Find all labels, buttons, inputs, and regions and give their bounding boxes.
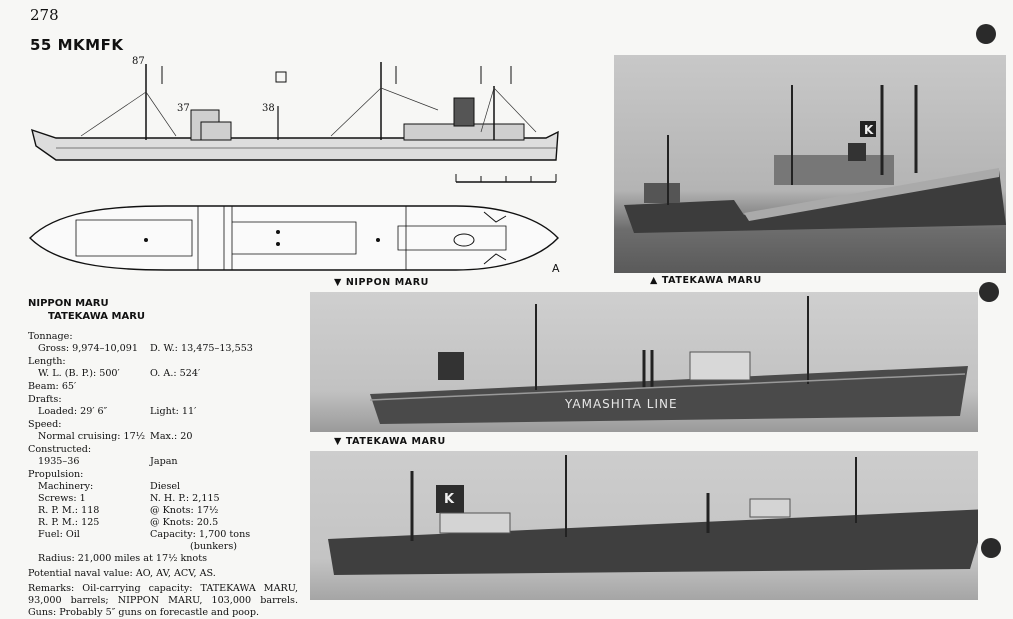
punch-hole-middle bbox=[979, 282, 999, 302]
hull-lettering: YAMASHITA LINE bbox=[564, 397, 678, 411]
caption-nippon-maru: ▼ NIPPON MARU bbox=[334, 277, 429, 288]
spec-country: Japan bbox=[150, 455, 178, 467]
funnel-letter-top: K bbox=[864, 123, 874, 137]
spec-max: Max.: 20 bbox=[150, 430, 193, 442]
spec-knots-1: @ Knots: 17½ bbox=[150, 504, 219, 516]
caption-tatekawa-maru-top: ▲ TATEKAWA MARU bbox=[650, 275, 762, 286]
spec-rpm-2: R. P. M.: 125 bbox=[38, 516, 100, 528]
mast-label-38: 38 bbox=[262, 103, 275, 114]
punch-hole-top bbox=[976, 24, 996, 44]
spec-propulsion-label: Propulsion: bbox=[28, 468, 84, 480]
spec-years: 1935–36 bbox=[38, 455, 80, 467]
spec-knots-2: @ Knots: 20.5 bbox=[150, 516, 219, 528]
spec-rpm-1: R. P. M.: 118 bbox=[38, 504, 100, 516]
spec-constructed-label: Constructed: bbox=[28, 443, 92, 455]
spec-title-tatekawa: TATEKAWA MARU bbox=[48, 310, 146, 322]
spec-light: Light: 11′ bbox=[150, 405, 197, 417]
plan-label: A bbox=[552, 262, 560, 275]
spec-length-label: Length: bbox=[28, 355, 66, 367]
photo-nippon-maru-side: K bbox=[310, 451, 978, 600]
spec-tonnage-label: Tonnage: bbox=[28, 331, 73, 342]
spec-diesel: Diesel bbox=[150, 480, 181, 492]
spec-drafts-label: Drafts: bbox=[28, 393, 62, 405]
spec-bunkers: (bunkers) bbox=[190, 540, 237, 552]
spec-oa: O. A.: 524′ bbox=[150, 367, 201, 379]
funnel-letter-bottom: K bbox=[444, 492, 455, 507]
ship-plan-drawing bbox=[29, 205, 559, 271]
spec-machinery: Machinery: bbox=[38, 480, 94, 492]
mast-label-87: 87 bbox=[132, 56, 145, 67]
spec-wl: W. L. (B. P.): 500′ bbox=[38, 367, 120, 379]
photo-tatekawa-maru-side: YAMASHITA LINE bbox=[310, 292, 978, 432]
spec-radius: Radius: 21,000 miles at 17½ knots bbox=[38, 552, 207, 564]
page-number: 278 bbox=[30, 6, 59, 24]
mast-label-37: 37 bbox=[177, 103, 190, 114]
punch-hole-bottom bbox=[981, 538, 1001, 558]
spec-nhp: N. H. P.: 2,115 bbox=[150, 492, 220, 504]
spec-beam: Beam: 65′ bbox=[28, 380, 77, 392]
ship-profile-drawing bbox=[31, 62, 559, 183]
spec-screws: Screws: 1 bbox=[38, 492, 86, 504]
spec-title-nippon: NIPPON MARU bbox=[28, 298, 109, 309]
spec-naval-value: Potential naval value: AO, AV, ACV, AS. bbox=[28, 567, 216, 579]
spec-remarks: Remarks: Oil-carrying capacity: TATEKAWA… bbox=[28, 582, 298, 618]
spec-loaded: Loaded: 29′ 6″ bbox=[38, 405, 108, 417]
spec-dw: D. W.: 13,475–13,553 bbox=[150, 342, 253, 354]
spec-fuel: Fuel: Oil bbox=[38, 528, 80, 540]
spec-cruising: Normal cruising: 17½ bbox=[38, 430, 145, 442]
spec-gross: Gross: 9,974–10,091 bbox=[38, 342, 138, 354]
specifications-block: NIPPON MARU TATEKAWA MARU Tonnage: Gross… bbox=[28, 298, 298, 619]
page-heading: 55 MKMFK bbox=[30, 36, 124, 54]
caption-tatekawa-maru-middle: ▼ TATEKAWA MARU bbox=[334, 436, 446, 447]
spec-capacity: Capacity: 1,700 tons bbox=[150, 528, 251, 540]
spec-speed-label: Speed: bbox=[28, 418, 62, 430]
photo-tatekawa-maru-bow: K bbox=[614, 55, 1006, 273]
